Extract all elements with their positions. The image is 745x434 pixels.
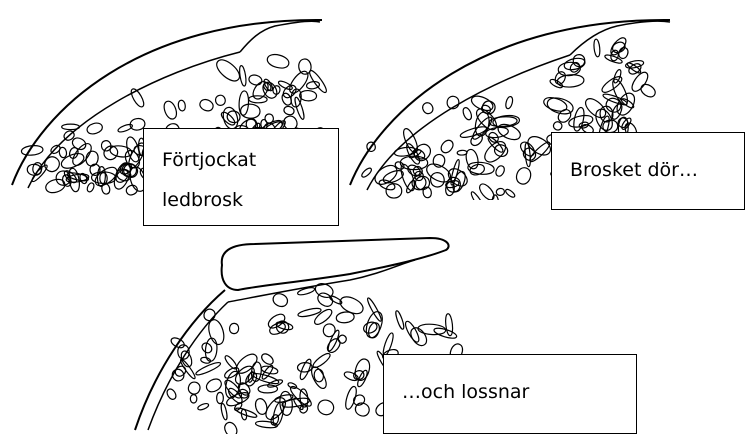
- trabecula: [265, 114, 274, 124]
- trabecula: [477, 182, 497, 200]
- trabecula: [222, 420, 239, 434]
- trabecula: [283, 105, 295, 116]
- trabecula: [197, 402, 209, 411]
- trabecula: [343, 370, 359, 382]
- trabecula: [338, 294, 366, 317]
- trabecula: [274, 319, 291, 336]
- trabecula: [86, 121, 104, 135]
- trabecula: [226, 110, 241, 124]
- trabecula: [198, 98, 215, 113]
- trabecula: [418, 323, 446, 335]
- trabecula: [190, 395, 196, 403]
- trabecula: [451, 170, 468, 193]
- trabecula: [220, 403, 228, 420]
- trabecula: [496, 121, 523, 142]
- label-thickened-cartilage: Förtjockat ledbrosk: [143, 128, 339, 226]
- trabecula: [178, 100, 186, 112]
- label-line-2: ledbrosk: [162, 189, 243, 211]
- trabecula: [229, 323, 239, 334]
- trabecula: [432, 153, 446, 168]
- label-line-1: …och lossnar: [402, 381, 529, 403]
- trabecula: [314, 369, 324, 382]
- trabecula: [280, 92, 293, 107]
- label-detaches: …och lossnar: [383, 354, 637, 434]
- label-cartilage-dies: Brosket dör…: [551, 132, 745, 210]
- trabecula: [286, 68, 311, 95]
- trabecula: [248, 74, 263, 87]
- trabecula: [457, 150, 467, 155]
- trabecula: [403, 320, 421, 344]
- diagram-panel-detaches: …och lossnar: [130, 230, 510, 434]
- trabecula: [91, 172, 116, 184]
- trabecula: [239, 91, 250, 116]
- trabecula: [260, 352, 275, 366]
- trabecula: [313, 281, 335, 300]
- trabecula: [322, 323, 336, 337]
- trabecula: [386, 184, 402, 198]
- trabecula: [445, 313, 454, 336]
- diagram-panel-cartilage-dies: Brosket dör…: [345, 0, 745, 200]
- trabecula: [316, 398, 335, 417]
- trabecula: [100, 173, 108, 185]
- trabecula: [430, 172, 445, 188]
- trabecula: [518, 140, 537, 159]
- trabecula: [439, 138, 455, 155]
- trabecula: [86, 182, 95, 193]
- trabecula: [299, 90, 316, 101]
- trabecula: [325, 337, 342, 355]
- label-line-1: Brosket dör…: [570, 159, 698, 181]
- trabecula: [394, 310, 405, 330]
- trabecula: [353, 401, 371, 419]
- trabecula: [639, 82, 658, 99]
- trabecula: [306, 81, 320, 90]
- trabecula: [165, 387, 177, 400]
- trabecula: [360, 167, 372, 179]
- trabecula: [421, 101, 435, 116]
- trabecula: [129, 87, 146, 108]
- trabecula: [213, 56, 243, 84]
- trabecula: [200, 357, 211, 365]
- trabecula: [287, 382, 297, 390]
- trabecula: [62, 124, 80, 129]
- trabecula: [496, 188, 505, 196]
- trabecula: [109, 145, 132, 159]
- trabecula: [394, 160, 405, 170]
- trabecula: [187, 380, 202, 395]
- trabecula: [459, 125, 487, 140]
- trabecula: [504, 188, 515, 198]
- trabecula: [214, 94, 226, 106]
- trabecula: [204, 377, 223, 395]
- trabecula: [514, 166, 532, 186]
- trabecula: [266, 52, 291, 70]
- trabecula: [162, 99, 179, 120]
- trabecula: [568, 114, 594, 129]
- trabecula: [593, 39, 600, 57]
- diagram-panel-thickened-cartilage: Förtjockat ledbrosk: [0, 0, 370, 200]
- trabecula: [217, 392, 224, 403]
- trabecula: [240, 104, 260, 119]
- trabecula: [381, 332, 395, 357]
- trabecula: [117, 123, 133, 133]
- trabecula: [505, 96, 514, 110]
- trabecula: [462, 106, 473, 120]
- trabecula: [315, 290, 335, 308]
- label-line-1: Förtjockat: [162, 149, 256, 171]
- trabecula: [494, 164, 506, 177]
- trabecula: [309, 365, 329, 391]
- trabecula: [366, 297, 383, 322]
